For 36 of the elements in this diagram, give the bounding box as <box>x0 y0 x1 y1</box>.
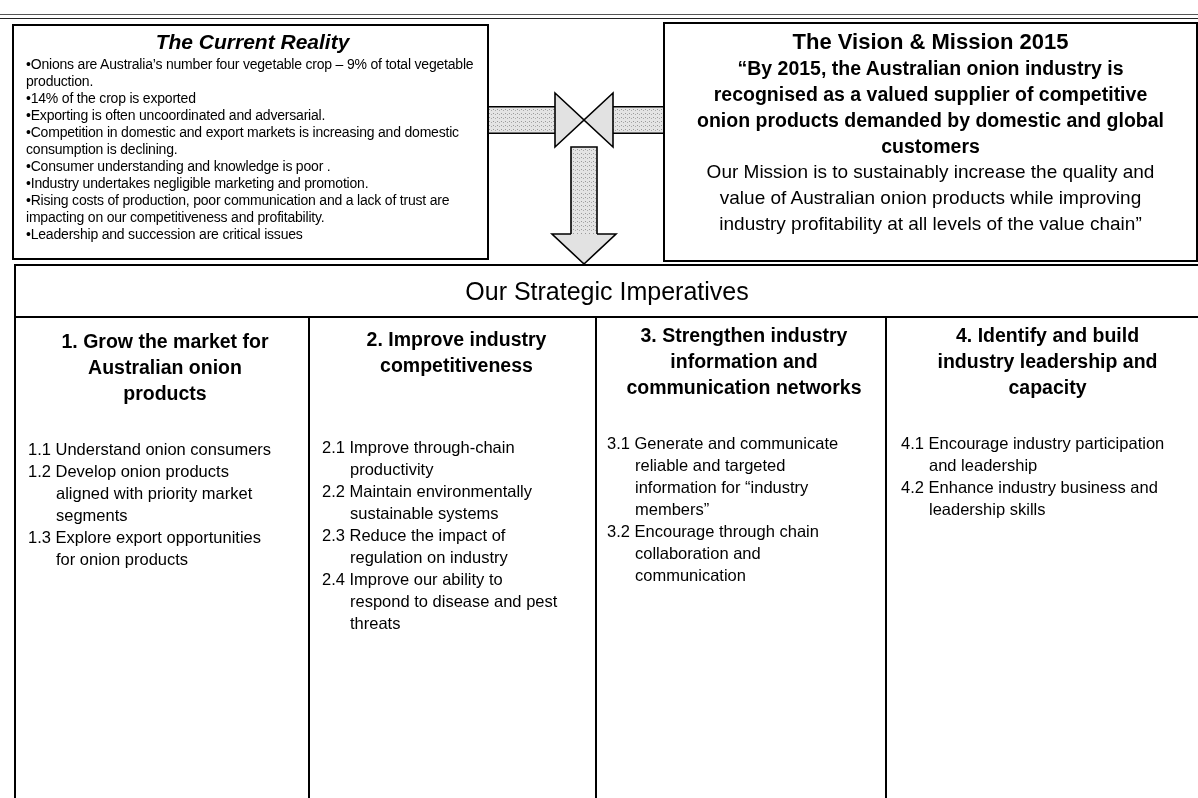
text-panel <box>14 264 1198 798</box>
bullet-text: •Industry undertakes negligible marketing and promotion. <box>26 175 370 192</box>
block-arrow <box>489 91 585 265</box>
column-panel <box>16 316 310 798</box>
column-heading: 1. Grow the market for Australian onion products <box>60 329 270 406</box>
bullet-text: •Exporting is often uncoordinated and adversarial. <box>26 107 327 124</box>
column-heading: 4. Identify and build industry leadership and capacity <box>936 323 1159 400</box>
bullet-text: •Leadership and succession are critical issues <box>26 226 304 243</box>
text-panel <box>12 24 489 260</box>
column-heading: 3. Strengthen industry information and communication networks <box>625 323 863 400</box>
block-arrow <box>583 91 663 265</box>
list-item: 2.4 Improve our ability to respond to disease and pest threats <box>322 569 559 634</box>
panel-heading: The Vision & Mission 2015 <box>791 28 1070 55</box>
bullet-text: •14% of the crop is exported <box>26 90 197 107</box>
list-item: 3.2 Encourage through chain collaboration and communication <box>607 521 820 586</box>
list-item: 2.2 Maintain environmentally sustainable systems <box>322 481 534 524</box>
section-heading: Our Strategic Imperatives <box>464 276 750 307</box>
list-item: 1.3 Explore export opportunities for onion products <box>28 527 262 570</box>
list-item: 2.3 Reduce the impact of regulation on industry <box>322 525 509 568</box>
list-item: 1.1 Understand onion consumers <box>28 439 273 460</box>
list-item: 1.2 Develop onion products aligned with priority market segments <box>28 461 254 526</box>
bullet-text: •Competition in domestic and export markets is increasing and domestic consumption is declining. <box>26 124 460 158</box>
bullet-text: •Onions are Australia’s number four vegetable crop – 9% of total vegetable production. <box>26 56 475 90</box>
list-item: 2.1 Improve through-chain productivity <box>322 437 516 480</box>
vision-statement: “By 2015, the Australian onion industry is recognised as a valued supplier of competitive onion products demanded by domestic and global customers <box>696 56 1165 159</box>
list-item: 4.1 Encourage industry participation and leadership <box>901 433 1166 476</box>
mission-statement: Our Mission is to sustainably increase the quality and value of Australian onion products while improving industry profitability at all levels of the value chain” <box>705 160 1156 236</box>
column-panel <box>597 316 887 798</box>
column-heading: 2. Improve industry competitiveness <box>365 327 548 378</box>
column-panel <box>310 316 597 798</box>
panel-heading: The Current Reality <box>154 30 351 54</box>
bullet-text: •Consumer understanding and knowledge is poor . <box>26 158 332 175</box>
text-panel <box>663 22 1198 262</box>
bullet-text: •Rising costs of production, poor communication and a lack of trust are impacting on our competitiveness and profitability. <box>26 192 451 226</box>
list-item: 4.2 Enhance industry business and leadership skills <box>901 477 1159 520</box>
list-item: 3.1 Generate and communicate reliable and targeted information for “industry members” <box>607 433 840 520</box>
